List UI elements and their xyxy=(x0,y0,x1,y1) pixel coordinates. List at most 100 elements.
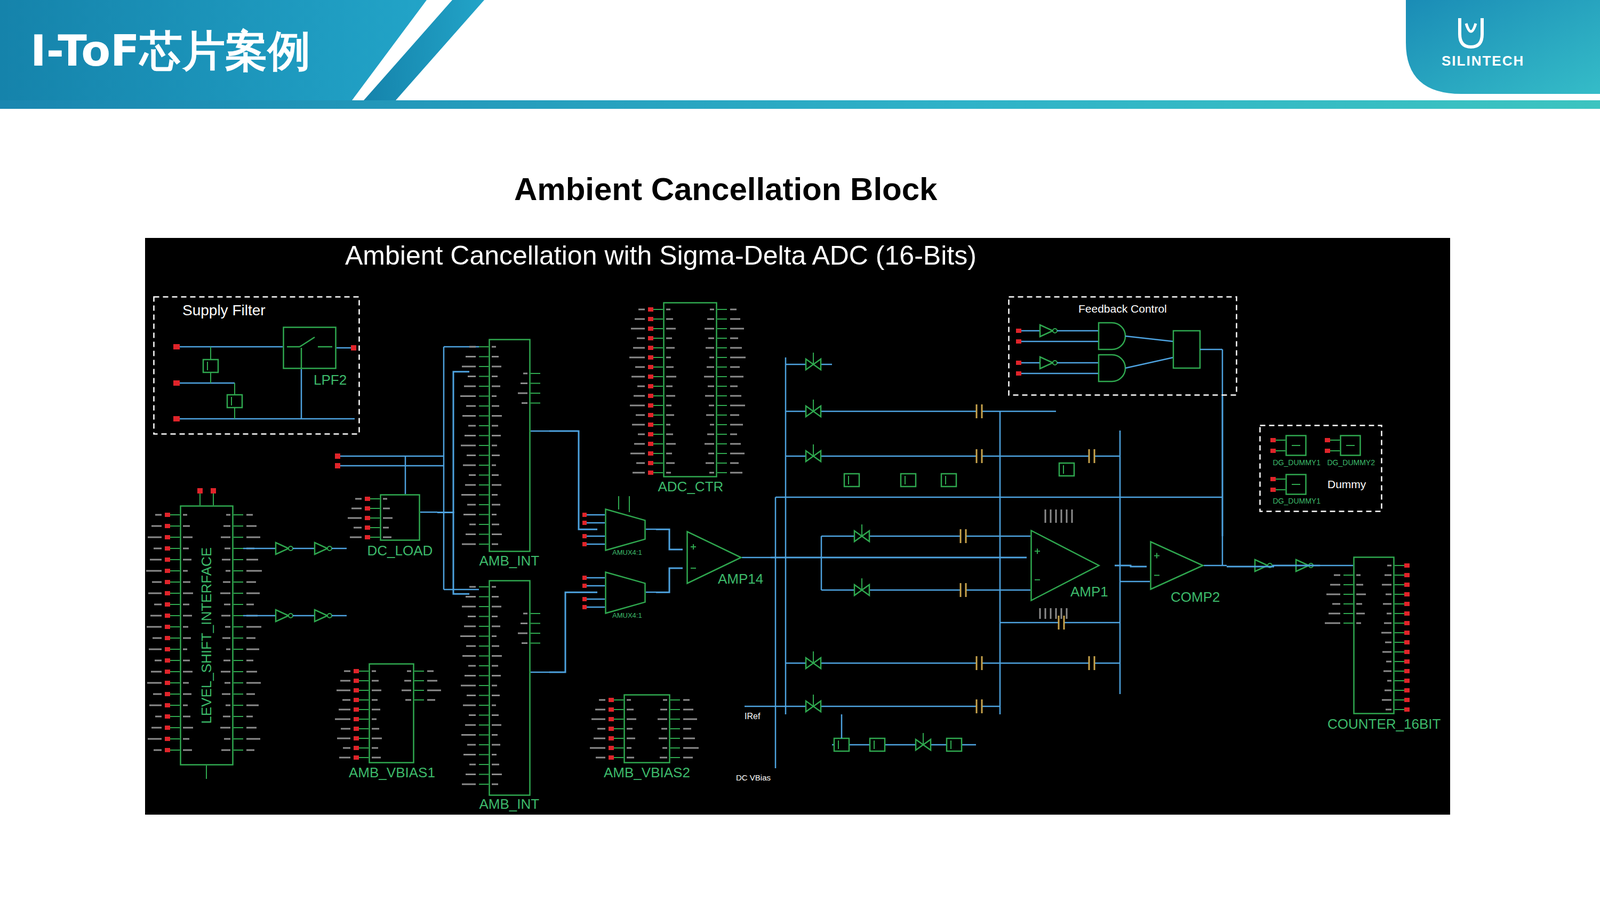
pin-name-mark xyxy=(221,749,231,751)
block-label: AMUX4:1 xyxy=(612,611,643,620)
pin-marker xyxy=(353,716,359,722)
pin-name-mark xyxy=(340,728,351,730)
pin-name-mark xyxy=(182,749,192,751)
pin-stub xyxy=(478,684,489,686)
pin-name-mark xyxy=(342,699,351,701)
pin-stub xyxy=(478,714,489,716)
block-label: COMP2 xyxy=(1170,589,1220,605)
pin-stub xyxy=(233,670,244,672)
block-outline xyxy=(180,506,234,765)
pin-name-mark xyxy=(461,493,476,496)
pin-stub xyxy=(478,694,489,696)
pin-marker xyxy=(648,460,654,466)
pin-name-mark xyxy=(491,395,497,397)
wire xyxy=(292,547,315,550)
pin-name-mark xyxy=(182,581,191,583)
pin-name-mark xyxy=(662,699,668,701)
pin-name-mark xyxy=(246,626,262,628)
pin-name-mark xyxy=(246,704,259,707)
pin-name-mark xyxy=(683,747,699,749)
pin-stub xyxy=(670,747,680,749)
inverter-bubble xyxy=(1052,328,1058,333)
wire xyxy=(841,714,843,739)
pin-name-mark xyxy=(349,536,362,539)
capacitor-gap xyxy=(976,699,982,714)
pin-name-mark xyxy=(223,659,231,662)
pin-marker xyxy=(648,374,654,379)
pin-marker xyxy=(164,680,171,685)
pin-name-mark xyxy=(491,684,498,687)
pin-stub xyxy=(370,526,380,528)
pin-stub xyxy=(170,704,180,706)
pin-stub xyxy=(670,699,680,701)
pin-marker xyxy=(164,534,171,540)
transistor-gate xyxy=(230,396,232,406)
switch-gate xyxy=(812,352,814,365)
pin-marker xyxy=(608,726,614,731)
pin-name-mark xyxy=(246,592,260,595)
pin-name-mark xyxy=(460,444,476,447)
pin-name-mark xyxy=(1356,593,1366,596)
signal-wire xyxy=(1221,395,1224,536)
pin-stub xyxy=(530,622,541,624)
pin-name-mark xyxy=(491,674,501,677)
pin-name-mark xyxy=(150,614,162,617)
pin-name-mark xyxy=(466,645,476,647)
pin-name-mark xyxy=(225,626,231,628)
pin-stub xyxy=(717,347,727,349)
pin-name-mark xyxy=(147,682,162,684)
capacitor-plate xyxy=(1088,656,1091,670)
cell-mark xyxy=(1346,444,1355,446)
switch-lead xyxy=(300,347,303,368)
pin-name-mark xyxy=(149,558,162,561)
pin-name-mark xyxy=(660,708,668,711)
pin-stub xyxy=(478,346,489,348)
pin-name-mark xyxy=(491,744,501,746)
wire xyxy=(340,465,444,467)
pin-stub xyxy=(478,773,489,775)
pin-stub xyxy=(205,765,207,779)
pin-stub xyxy=(653,452,663,454)
pin-name-mark xyxy=(709,424,715,426)
pin-marker xyxy=(1324,437,1331,443)
pin-name-mark xyxy=(666,328,676,330)
pin-marker xyxy=(164,702,171,708)
pin-name-mark xyxy=(491,454,500,456)
mux-symbol: AMUX4:1 xyxy=(597,566,656,623)
schematic-panel xyxy=(145,237,1451,815)
pin-name-mark xyxy=(342,747,351,749)
wire xyxy=(586,522,605,524)
comparator-symbol: COMP2 xyxy=(1146,536,1227,608)
pin-marker xyxy=(353,707,359,712)
pin-marker xyxy=(582,533,587,539)
block-label: COUNTER_16BIT xyxy=(1327,716,1441,732)
pin-stub xyxy=(1394,612,1405,614)
pin-stub xyxy=(670,737,680,739)
pin-name-mark xyxy=(246,749,255,751)
pin-name-mark xyxy=(705,347,715,349)
wire xyxy=(821,535,1031,538)
pin-marker xyxy=(1404,707,1410,712)
pin-name-mark xyxy=(427,670,434,672)
pin-name-mark xyxy=(152,637,162,639)
wire xyxy=(443,346,445,590)
amplifier-symbol: AMP14 xyxy=(682,525,771,592)
pin-stub xyxy=(653,328,663,330)
pin-marker xyxy=(164,523,171,528)
pin-name-mark xyxy=(465,724,476,726)
pin-name-mark xyxy=(221,614,231,617)
capacitor-gap xyxy=(1089,449,1095,463)
pin-name-mark xyxy=(461,733,476,736)
pin-name-mark xyxy=(491,783,499,786)
pin-stub xyxy=(653,385,663,387)
block-label: AMUX4:1 xyxy=(612,548,643,557)
logo-icon xyxy=(1459,18,1483,47)
pin-name-mark xyxy=(246,738,261,740)
pin-name-mark xyxy=(464,674,476,677)
pin-name-mark xyxy=(344,670,351,672)
pin-name-mark xyxy=(730,356,746,359)
pin-name-mark xyxy=(666,433,674,436)
pin-stub xyxy=(670,718,680,720)
pin-name-mark xyxy=(637,385,645,388)
pin-marker xyxy=(1404,688,1410,693)
